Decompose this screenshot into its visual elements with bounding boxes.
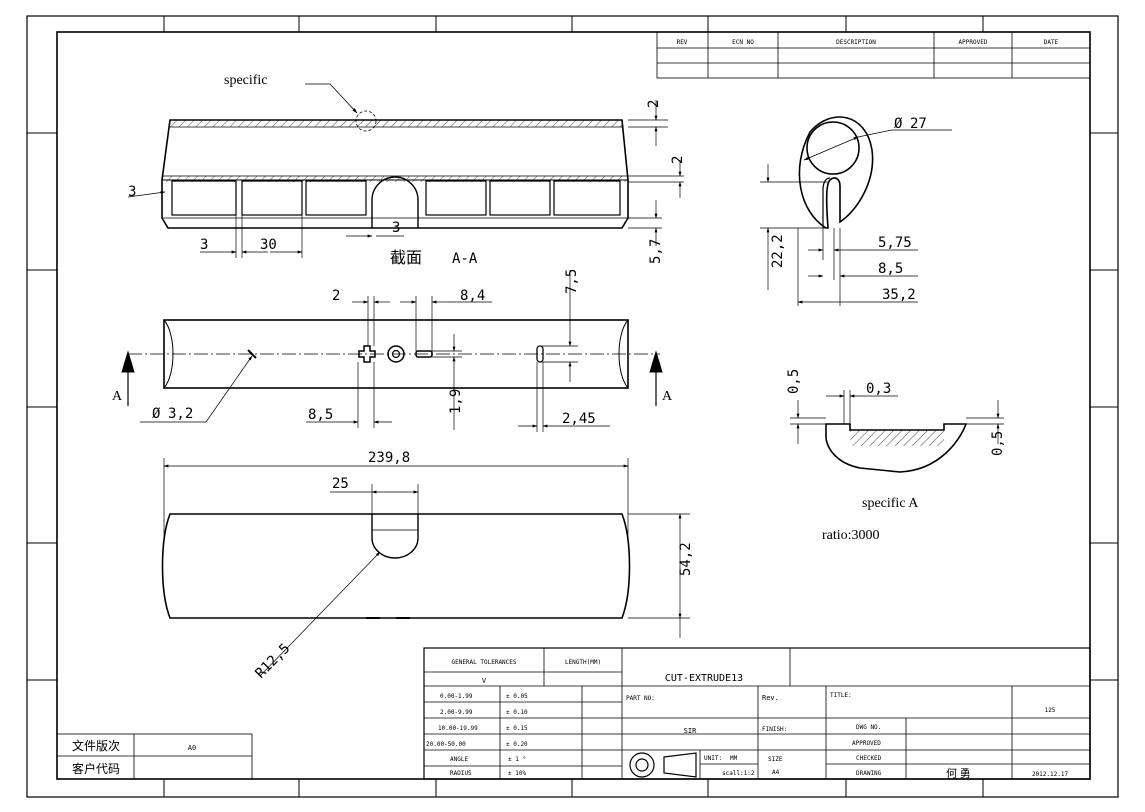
arrow-a-right: A	[662, 389, 673, 404]
section-label: 截面	[390, 249, 422, 267]
tol-value-5: ± 10%	[508, 770, 526, 777]
section-dimensions	[127, 100, 684, 258]
dim-2-mid: 2	[670, 156, 686, 164]
part-no-label: PART NO:	[626, 695, 655, 702]
drawing-label: DRAWING	[856, 770, 882, 777]
tol-value-2: ± 0.15	[506, 725, 528, 732]
dwg-no-label: DWG NO.	[856, 724, 881, 731]
tol-range-0: 0.00-1.99	[440, 693, 473, 700]
rev-header: REV	[677, 39, 688, 46]
file-version-value: A0	[188, 744, 196, 752]
dim-25: 25	[332, 476, 349, 492]
description-header: DESCRIPTION	[836, 39, 876, 46]
tol-value-0: ± 0.05	[506, 693, 528, 700]
bottom-view-dimensions	[163, 458, 690, 677]
title-label: TITLE:	[830, 692, 852, 699]
ratio-label: ratio:3000	[822, 528, 880, 543]
tol-value-1: ± 0.10	[506, 709, 528, 716]
dim-8-5-front: 8,5	[308, 407, 333, 423]
detail-specific-a	[790, 390, 1004, 473]
dia-symbol-3-2: Ø	[152, 406, 161, 422]
title-block	[423, 647, 1091, 780]
general-tolerances: GENERAL TOLERANCES	[451, 659, 516, 666]
front-view-dimensions	[140, 270, 610, 432]
tol-range-2: 10.00-19.99	[438, 725, 478, 732]
dim-27: 27	[910, 116, 927, 132]
drawer-name: 何 勇	[946, 767, 971, 780]
size-label: SIZE	[768, 756, 783, 763]
front-view	[121, 319, 663, 406]
dim-2-45: 2,45	[562, 411, 596, 427]
title-value: 125	[1045, 707, 1056, 714]
dim-54-2: 54,2	[678, 542, 694, 576]
arrow-a-left: A	[112, 389, 123, 404]
dim-2-top: 2	[646, 100, 662, 108]
projection-symbol	[629, 752, 697, 778]
ecn-header: ECN NO	[732, 39, 754, 46]
dim-0-5-right: 0,5	[990, 431, 1006, 456]
approved-label: APPROVED	[852, 740, 881, 747]
specific-a-label: specific A	[862, 496, 919, 511]
bottom-view	[161, 513, 631, 619]
dim-8-4: 8,4	[460, 288, 485, 304]
tol-range-5: RADIUS	[450, 770, 472, 777]
size-value: A4	[772, 769, 780, 776]
end-profile-dimensions	[760, 164, 918, 306]
unit-value: MM	[730, 755, 738, 762]
dim-3-2: 3,2	[168, 406, 193, 422]
length-mm: LENGTH(MM)	[565, 659, 601, 666]
scale-value: scall:1:2	[722, 770, 755, 777]
dim-22-2: 22,2	[770, 234, 786, 268]
drawing-date: 2012.12.17	[1032, 771, 1069, 778]
file-version-label: 文件版次	[72, 738, 120, 753]
dim-1-9: 1,9	[448, 389, 464, 414]
dia-symbol-27: Ø	[894, 116, 903, 132]
section-view-aa	[161, 83, 629, 229]
revision-table	[656, 31, 1091, 79]
dim-2-front: 2	[332, 288, 340, 304]
dim-3-bottom: 3	[200, 237, 208, 253]
tol-value-3: ± 0.20	[506, 741, 528, 748]
rev-label: Rev.	[762, 694, 779, 702]
part-name: CUT-EXTRUDE13	[665, 673, 743, 684]
dim-5-7: 5,7	[648, 239, 664, 264]
version-block	[56, 733, 253, 780]
dim-5-75: 5,75	[878, 235, 912, 251]
customer-code-label: 客户代码	[72, 761, 120, 776]
tol-range-1: 2.00-9.99	[440, 709, 473, 716]
dim-3-under: 3	[392, 220, 400, 236]
v-label: V	[482, 677, 487, 685]
checked-label: CHECKED	[856, 755, 882, 762]
date-header: DATE	[1044, 39, 1059, 46]
tol-range-4: ANGLE	[450, 756, 468, 763]
finish-label: FINISH:	[762, 726, 787, 733]
dim-8-5-right: 8,5	[878, 261, 903, 277]
dim-7-5: 7,5	[564, 269, 580, 294]
dim-30: 30	[260, 237, 277, 253]
dim-3-left: 3	[128, 184, 136, 200]
specific-label: specific	[224, 73, 268, 88]
end-profile-view	[798, 116, 952, 229]
approved-header: APPROVED	[959, 39, 988, 46]
tol-range-3: 20.00-50.00	[426, 741, 466, 748]
unit-label: UNIT:	[704, 755, 722, 762]
dim-r12-5: R12,5	[252, 641, 293, 682]
dim-0-3: 0,3	[866, 381, 891, 397]
dim-0-5-left: 0,5	[786, 369, 802, 394]
dim-239-8: 239,8	[368, 450, 410, 466]
tol-value-4: ± 1 °	[508, 756, 526, 763]
section-id: A-A	[452, 251, 478, 267]
material-value: SIR	[684, 727, 697, 735]
dim-35-2: 35,2	[882, 287, 916, 303]
